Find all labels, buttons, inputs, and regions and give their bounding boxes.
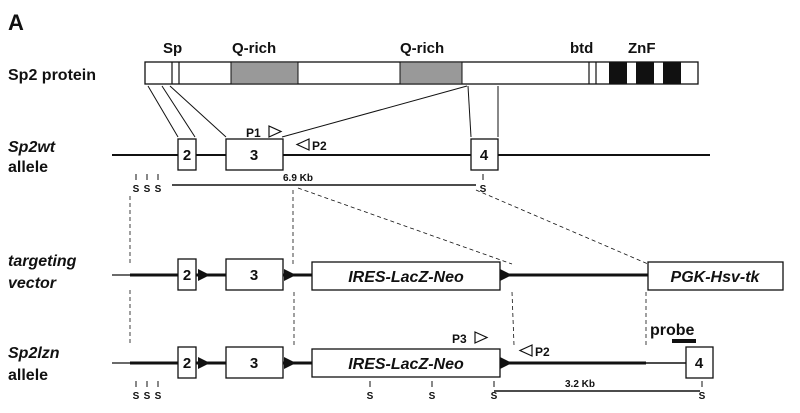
wt-restriction-sites [135, 174, 484, 180]
lzn-cassette-box [311, 348, 501, 378]
vector-exon-3-box [225, 258, 284, 291]
vector-loxp-3 [500, 269, 512, 281]
protein-exon-mapping-lines [147, 85, 499, 138]
lzn-restriction-sites [135, 381, 703, 387]
wt-allele-label-2: allele [8, 159, 48, 176]
znf-finger-3 [663, 62, 681, 84]
lzn-loxp-1 [198, 357, 210, 369]
lzn-site-6: S [491, 391, 498, 402]
lzn-exon-3-label: 3 [250, 355, 258, 372]
lzn-fragment-size: 3.2 Kb [565, 379, 595, 390]
znf-finger-2 [636, 62, 654, 84]
vector-label-2: vector [8, 275, 57, 292]
lzn-exon-3-box [225, 346, 284, 379]
lzn-exon-2-label: 2 [183, 355, 191, 372]
znf-finger-1 [609, 62, 627, 84]
vector-cassette-label: IRES-LacZ-Neo [348, 269, 464, 286]
lzn-site-2: S [144, 391, 151, 402]
primer-p2-arrow [295, 138, 310, 151]
wt-exon-3-box [225, 138, 284, 171]
probe-label: probe [650, 322, 695, 339]
wt-allele-label-1: Sp2wt [8, 139, 56, 156]
wt-site-3: S [155, 184, 162, 195]
vector-exon-2-box [177, 258, 197, 291]
btd-domain-label: btd [570, 40, 593, 57]
lzn-allele-label-2: allele [8, 367, 48, 384]
lzn-loxp-3 [500, 357, 512, 369]
lzn-exon-4-box [685, 346, 714, 379]
q-rich-1-label: Q-rich [232, 40, 276, 57]
vector-loxp-2 [284, 269, 296, 281]
primer-p3-label: P3 [452, 332, 467, 346]
alignment-dashed-lines [129, 187, 649, 346]
vector-cassette-box [311, 261, 501, 291]
protein-bar [144, 61, 699, 85]
q-rich-2-label: Q-rich [400, 40, 444, 57]
lzn-primer-p2-label: P2 [535, 345, 550, 359]
wt-exon-2-label: 2 [183, 147, 191, 164]
znf-domain-label: ZnF [628, 40, 656, 57]
panel-label: A [8, 10, 24, 35]
vector-selection-label: PGK-Hsv-tk [671, 269, 761, 286]
primer-p3-arrow [474, 331, 489, 344]
lzn-primer-p2-arrow [518, 344, 533, 357]
lzn-exon-2-box [177, 346, 197, 379]
sp-domain-label: Sp [163, 40, 182, 57]
lzn-cassette-label: IRES-LacZ-Neo [348, 356, 464, 373]
wt-exon-4-box [470, 138, 499, 171]
wt-exon-4-label: 4 [480, 147, 489, 164]
vector-loxp-1 [198, 269, 210, 281]
primer-p2-label: P2 [312, 139, 327, 153]
lzn-exon-4-label: 4 [695, 355, 704, 372]
wt-exon-2-box [177, 138, 197, 171]
q-rich-2-region [399, 61, 463, 85]
protein-row-label: Sp2 protein [8, 67, 96, 84]
lzn-site-3: S [155, 391, 162, 402]
lzn-loxp-2 [284, 357, 296, 369]
wt-site-4: S [480, 184, 487, 195]
q-rich-1-region [230, 61, 299, 85]
lzn-allele-label-1: Sp2lzn [8, 345, 60, 362]
wt-fragment-size: 6.9 Kb [283, 173, 313, 184]
lzn-site-4: S [367, 391, 374, 402]
vector-selection-box [647, 261, 784, 291]
vector-exon-2-label: 2 [183, 267, 191, 284]
wt-site-1: S [133, 184, 140, 195]
primer-p1-arrow [268, 125, 283, 138]
lzn-site-1: S [133, 391, 140, 402]
wt-site-2: S [144, 184, 151, 195]
vector-exon-3-label: 3 [250, 267, 258, 284]
lzn-site-5: S [429, 391, 436, 402]
lzn-site-7: S [699, 391, 706, 402]
wt-exon-3-label: 3 [250, 147, 258, 164]
primer-p1-label: P1 [246, 126, 261, 140]
vector-label-1: targeting [8, 253, 77, 270]
